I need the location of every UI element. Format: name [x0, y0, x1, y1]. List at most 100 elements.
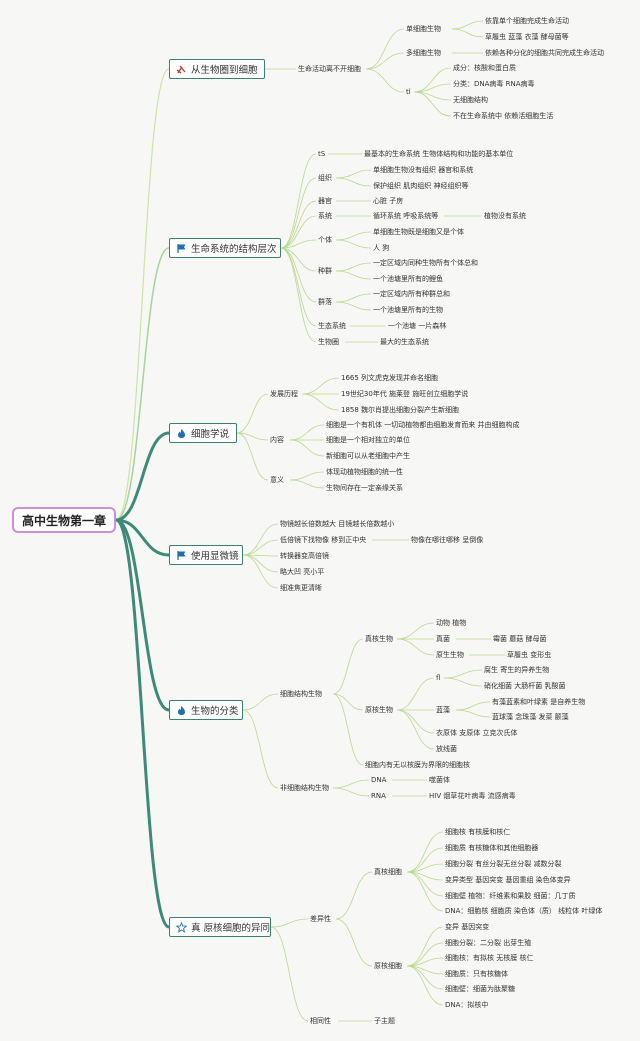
topic-leaf[interactable]: 放线菌	[436, 745, 457, 753]
topic-leaf[interactable]: 单细胞生物既是细胞又是个体	[373, 228, 464, 236]
topic-leaf[interactable]: 草履虫 变形虫	[507, 651, 552, 659]
topic-leaf[interactable]: 心脏 子房	[373, 197, 404, 205]
topic-leaf[interactable]: 无细胞结构	[453, 96, 488, 104]
topic-leaf[interactable]: 细胞质：只有核糖体	[445, 970, 508, 978]
topic-note[interactable]: 细胞内有无以核膜为界限的细胞核	[365, 761, 470, 769]
topic-leaf[interactable]: 细胞核：有拟核 无核膜 核仁	[445, 954, 534, 962]
connector	[396, 677, 435, 711]
topic-leaf[interactable]: 噬菌体	[429, 776, 450, 784]
topic-leaf[interactable]: 一个池塘里所有的鲤鱼	[373, 275, 443, 283]
topic-leaf[interactable]: 草履虫 蓝藻 衣藻 酵母菌等	[485, 33, 569, 41]
topic-leaf[interactable]: 变异类型 基因突变 基因重组 染色体变异	[445, 876, 571, 884]
topic-leaf[interactable]: 细胞是一个有机体 一切动植物都由细胞发育而来 并由细胞构成	[326, 421, 520, 429]
topic-bacteria[interactable]: fl	[436, 674, 441, 682]
topic-leaf[interactable]: 单细胞生物没有组织 器官和系统	[373, 166, 474, 174]
branch-node-cell-theory[interactable]: 细胞学说	[169, 423, 237, 443]
topic-leaf[interactable]: 一个池塘里所有的生物	[373, 306, 443, 314]
topic-differences[interactable]: 差异性	[310, 915, 331, 923]
branch-node-life-system[interactable]: 生命系统的结构层次	[169, 238, 281, 258]
topic-leaf[interactable]: 植物没有系统	[484, 212, 526, 220]
topic-individual[interactable]: 个体	[318, 236, 332, 244]
topic-fungi[interactable]: 真菌	[436, 635, 450, 643]
topic-leaf[interactable]: 细胞壁：细菌为肽聚糖	[445, 985, 515, 993]
topic-leaf[interactable]: DNA：细胞核 细胞质 染色体（质） 线粒体 叶绿体	[445, 907, 603, 915]
topic-leaf[interactable]: 循环系统 呼吸系统等	[373, 212, 439, 220]
topic-virus[interactable]: tl	[406, 88, 411, 96]
topic-leaf[interactable]: 动物 植物	[436, 619, 467, 627]
topic-leaf[interactable]: 细胞分裂 有丝分裂无丝分裂 减数分裂	[445, 860, 562, 868]
topic-leaf[interactable]: 不在生命系统中 依赖活细胞生活	[453, 112, 554, 120]
topic-leaf[interactable]: 分类：DNA病毒 RNA病毒	[453, 80, 535, 88]
topic-history[interactable]: 发展历程	[270, 390, 298, 398]
topic-leaf[interactable]: 成分：核酸和蛋白质	[453, 64, 516, 72]
connector	[115, 68, 170, 521]
topic-system[interactable]: 系统	[318, 212, 332, 220]
topic-leaf[interactable]: 19世纪30年代 施莱登 施旺创立细胞学说	[341, 390, 469, 398]
topic-tissue[interactable]: 组织	[318, 174, 332, 182]
topic-leaf[interactable]: 细胞核 有核膜和核仁	[445, 828, 511, 836]
branch-node-cell-comparison[interactable]: 真 原核细胞的异同	[169, 917, 271, 937]
topic-leaf[interactable]: 生物间存在一定亲缘关系	[326, 484, 403, 492]
topic-dna-virus[interactable]: DNA	[371, 776, 387, 784]
topic-cell-level[interactable]: tS	[318, 150, 326, 158]
topic-leaf[interactable]: DNA：拟核中	[445, 1001, 489, 1009]
topic-leaf[interactable]: 新细胞可以从老细胞中产生	[326, 452, 410, 460]
topic-leaf[interactable]: 依赖各种分化的细胞共同完成生命活动	[485, 49, 604, 57]
topic-leaf[interactable]: 细胞分裂：二分裂 出芽生殖	[445, 939, 532, 947]
topic-leaf[interactable]: 霉菌 蘑菇 酵母菌	[493, 635, 547, 643]
topic-leaf[interactable]: 最基本的生命系统 生物体结构和功能的基本单位	[364, 150, 514, 158]
topic-prokaryote[interactable]: 原核生物	[365, 706, 393, 714]
topic-leaf[interactable]: 略大凹 亮小平	[280, 568, 325, 576]
topic-cyanobacteria[interactable]: 蓝藻	[436, 706, 450, 714]
topic-ecosystem[interactable]: 生态系统	[318, 322, 346, 330]
topic-community[interactable]: 群落	[318, 298, 332, 306]
topic-leaf[interactable]: 硝化细菌 大肠杆菌 乳酸菌	[484, 682, 566, 690]
topic-leaf[interactable]: 细胞质 有核糖体和其他细胞器	[445, 844, 539, 852]
topic-leaf[interactable]: 蓝球藻 念珠藻 发菜 颤藻	[492, 713, 569, 721]
topic-multicellular[interactable]: 多细胞生物	[406, 49, 441, 57]
topic-leaf[interactable]: 1665 列文虎克发现并命名细胞	[341, 374, 439, 382]
branch-node-classification[interactable]: 生物的分类	[169, 700, 243, 720]
topic-cellular-organisms[interactable]: 细胞结构生物	[280, 690, 322, 698]
topic-population[interactable]: 种群	[318, 267, 332, 275]
topic-leaf[interactable]: 低倍镜下找物像 移到正中央	[280, 536, 367, 544]
topic-leaf[interactable]: 体现动植物细胞的统一性	[326, 468, 403, 476]
root-node[interactable]: 高中生物第一章	[12, 507, 116, 533]
topic-leaf[interactable]: 细胞是一个相对独立的单位	[326, 436, 410, 444]
branch-node-microscope[interactable]: 使用显微镜	[169, 545, 243, 565]
topic-biosphere[interactable]: 生物圈	[318, 338, 339, 346]
topic-leaf[interactable]: 物镜越长倍数越大 目镜越长倍数越小	[280, 520, 395, 528]
topic-non-cellular[interactable]: 非细胞结构生物	[280, 784, 329, 792]
topic-protist[interactable]: 原生生物	[436, 651, 464, 659]
topic-leaf[interactable]: 一个池塘 一片森林	[388, 322, 447, 330]
topic-leaf[interactable]: HIV 烟草花叶病毒 流感病毒	[429, 792, 516, 800]
topic-leaf[interactable]: 变异 基因突变	[445, 923, 490, 931]
topic-prokaryotic-cell[interactable]: 原核细胞	[374, 962, 402, 970]
topic-similarities[interactable]: 相同性	[310, 1017, 331, 1025]
topic-eukaryotic-cell[interactable]: 真核细胞	[374, 868, 402, 876]
topic-leaf[interactable]: 衣原体 支原体 立克次氏体	[436, 729, 518, 737]
topic-leaf[interactable]: 细准焦更清晰	[280, 584, 322, 592]
topic-leaf[interactable]: 物像在哪往哪移 呈倒像	[411, 536, 484, 544]
branch-node-biosphere[interactable]: 从生物圈到细胞	[169, 59, 265, 79]
topic-leaf[interactable]: 腐生 寄生的异养生物	[484, 666, 550, 674]
topic-content[interactable]: 内容	[270, 436, 284, 444]
topic-significance[interactable]: 意义	[270, 476, 284, 484]
topic-leaf[interactable]: 保护组织 肌肉组织 神经组织等	[373, 182, 469, 190]
topic-unicellular[interactable]: 单细胞生物	[406, 25, 441, 33]
topic-life-depends-on-cell[interactable]: 生命活动离不开细胞	[298, 65, 361, 73]
topic-rna-virus[interactable]: RNA	[371, 792, 386, 800]
topic-eukaryote[interactable]: 真核生物	[365, 635, 393, 643]
topic-leaf[interactable]: 一定区域内同种生物所有个体总和	[373, 259, 478, 267]
topic-leaf[interactable]: 最大的生态系统	[380, 338, 429, 346]
topic-leaf[interactable]: 子主题	[374, 1017, 395, 1025]
topic-leaf[interactable]: 有藻蓝素和叶绿素 是自养生物	[492, 698, 586, 706]
topic-leaf[interactable]: 细胞壁 植物：纤维素和果胶 细菌：几丁质	[445, 892, 576, 900]
topic-leaf[interactable]: 转换器变高倍镜	[280, 552, 329, 560]
topic-leaf[interactable]: 依靠单个细胞完成生命活动	[485, 17, 569, 25]
topic-leaf[interactable]: 一定区域内所有种群总和	[373, 290, 450, 298]
topic-leaf[interactable]: 1858 魏尔肖提出细胞分裂产生新细胞	[341, 406, 460, 414]
connector	[242, 554, 279, 573]
topic-leaf[interactable]: 人 狗	[373, 244, 390, 252]
topic-organ[interactable]: 器官	[318, 197, 332, 205]
